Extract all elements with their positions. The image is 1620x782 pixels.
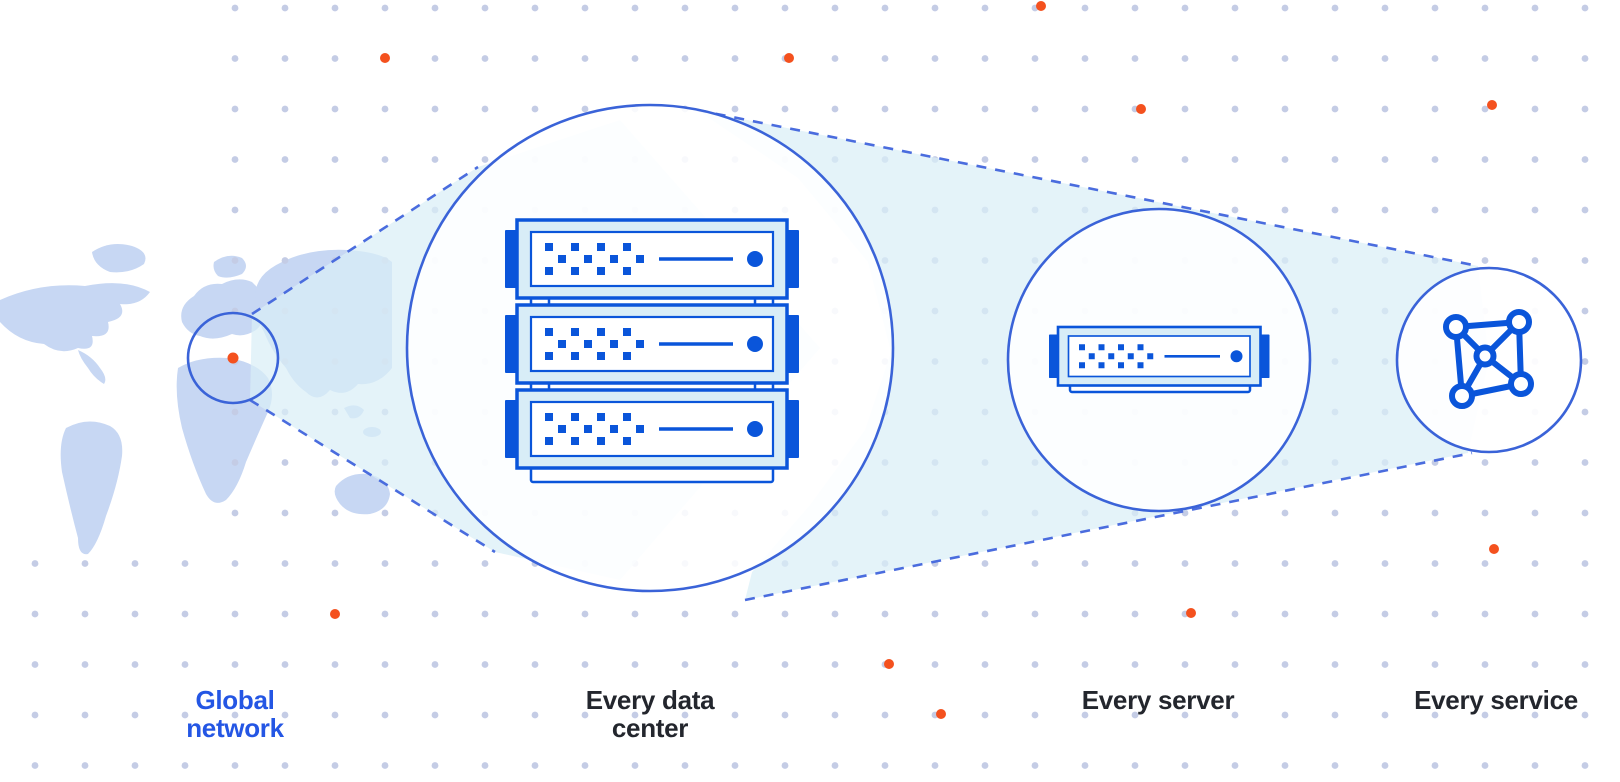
server-unit-3 [503, 388, 801, 470]
server-unit-1 [503, 218, 801, 300]
orange-accent-dots [330, 1, 1499, 719]
stage-label-every-server: Every server [1081, 685, 1235, 715]
server-icon [1047, 325, 1271, 394]
network-graph-icon [1443, 309, 1534, 409]
stage-label-global-network: Global network [186, 685, 284, 743]
server-rack-icon [503, 218, 801, 484]
server-unit-2 [503, 303, 801, 385]
map-highlight-circle [186, 311, 280, 405]
stage-label-every-data-center: Every data center [585, 685, 715, 743]
dashed-zoom-lines [249, 108, 1479, 602]
stage-label-every-service: Every service [1414, 685, 1578, 715]
location-dot [227, 352, 239, 364]
